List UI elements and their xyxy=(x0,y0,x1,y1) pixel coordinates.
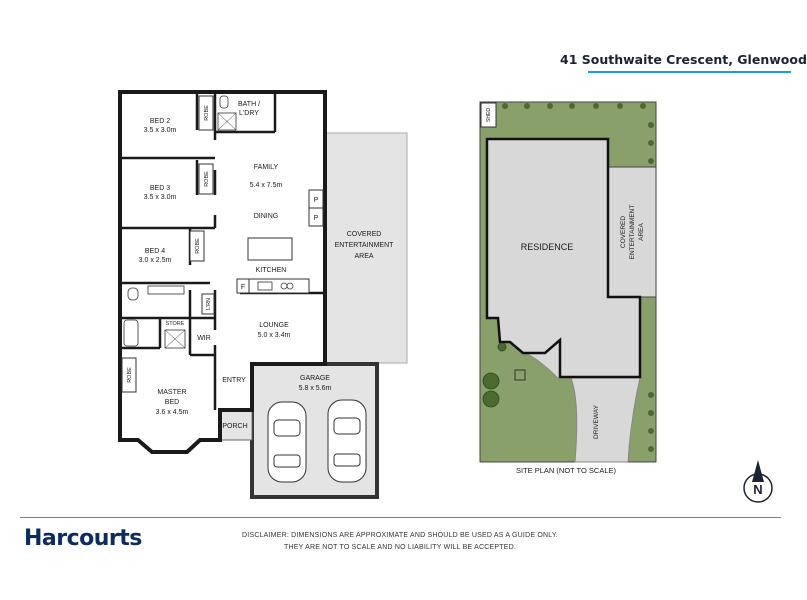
disclaimer-line-2: THEY ARE NOT TO SCALE AND NO LIABILITY W… xyxy=(283,544,517,551)
kitchen-island xyxy=(247,237,293,261)
pantry-2 xyxy=(308,207,324,227)
site-label-driveway: DRIVEWAY xyxy=(593,404,600,439)
size-bed4: 3.0 x 2.5m xyxy=(139,257,172,264)
size-bed3: 3.5 x 3.0m xyxy=(144,194,177,201)
label-store: STORE xyxy=(166,321,185,327)
sink-icon xyxy=(257,281,273,291)
harcourts-logo: Harcourts xyxy=(24,526,142,551)
label-kitchen: KITCHEN xyxy=(256,267,287,274)
disclaimer-line-1: DISCLAIMER: DIMENSIONS ARE APPROXIMATE A… xyxy=(242,532,558,539)
label-bed4: BED 4 xyxy=(145,248,165,255)
label-bath-1: BATH / xyxy=(238,101,260,108)
size-bed2: 3.5 x 3.0m xyxy=(144,127,177,134)
label-porch: PORCH xyxy=(222,423,247,430)
robe-bed2 xyxy=(198,95,214,131)
label-wir: WIR xyxy=(197,335,211,342)
label-bath-2: L'DRY xyxy=(239,110,259,117)
house-outline xyxy=(118,90,327,454)
bath-tub-icon xyxy=(123,319,139,347)
label-garage: GARAGE xyxy=(300,375,330,382)
site-residence xyxy=(485,137,642,379)
robe-bed4 xyxy=(189,230,205,262)
vanity-icon xyxy=(147,285,185,295)
label-bed2: BED 2 xyxy=(150,118,170,125)
site-label-shed: SHED xyxy=(486,108,492,122)
site-covered-area xyxy=(607,166,657,298)
label-fridge: F xyxy=(241,284,245,291)
label-covered-3: AREA xyxy=(354,253,373,260)
label-covered-2: ENTERTAINMENT xyxy=(335,242,395,249)
label-robe-bed3: ROBE xyxy=(204,171,210,187)
label-robe-bed4: ROBE xyxy=(195,238,201,254)
label-covered-1: COVERED xyxy=(347,231,382,238)
ensuite-toilet-icon xyxy=(127,287,139,301)
hedge-dots xyxy=(502,103,654,452)
linen-box xyxy=(201,293,215,315)
label-entry: ENTRY xyxy=(222,377,246,384)
size-lounge: 5.0 x 3.4m xyxy=(258,332,291,339)
site-label-covered-1: COVERED xyxy=(620,216,627,248)
label-linen: L'RN xyxy=(206,298,212,310)
site-trees xyxy=(482,342,507,408)
size-family: 5.4 x 7.5m xyxy=(250,182,283,189)
label-dining: DINING xyxy=(254,213,279,220)
north-label: N xyxy=(753,482,762,497)
property-address: 41 Southwaite Crescent, Glenwood xyxy=(560,52,807,67)
label-robe-master: ROBE xyxy=(127,367,133,383)
fridge-box xyxy=(236,278,250,294)
robe-bed3 xyxy=(198,163,214,195)
label-pantry-1: P xyxy=(314,197,319,204)
label-bed3: BED 3 xyxy=(150,185,170,192)
label-family: FAMILY xyxy=(254,164,279,171)
size-garage: 5.8 x 5.6m xyxy=(299,385,332,392)
size-master: 3.6 x 4.5m xyxy=(156,409,189,416)
site-label-caption: SITE PLAN (NOT TO SCALE) xyxy=(516,466,617,475)
label-master-1: MASTER xyxy=(157,389,186,396)
site-label-residence: RESIDENCE xyxy=(521,242,574,252)
label-pantry-2: P xyxy=(314,215,319,222)
header-rule xyxy=(588,71,791,73)
car-icon-left xyxy=(267,401,307,483)
car-icon-right xyxy=(327,399,367,483)
label-lounge: LOUNGE xyxy=(259,322,289,329)
site-label-covered-2: ENTERTAINMENT xyxy=(629,205,636,260)
disclaimer: DISCLAIMER: DIMENSIONS ARE APPROXIMATE A… xyxy=(200,530,600,554)
footer-rule xyxy=(20,517,781,518)
site-label-covered-3: AREA xyxy=(638,222,645,240)
label-robe-bed2: ROBE xyxy=(204,105,210,121)
site-feature xyxy=(514,369,526,381)
label-master-2: BED xyxy=(165,399,179,406)
shed-shape xyxy=(480,102,497,128)
north-arrow-icon: N xyxy=(743,460,773,503)
bath2-toilet-icon xyxy=(219,95,229,109)
robe-master xyxy=(121,357,137,393)
